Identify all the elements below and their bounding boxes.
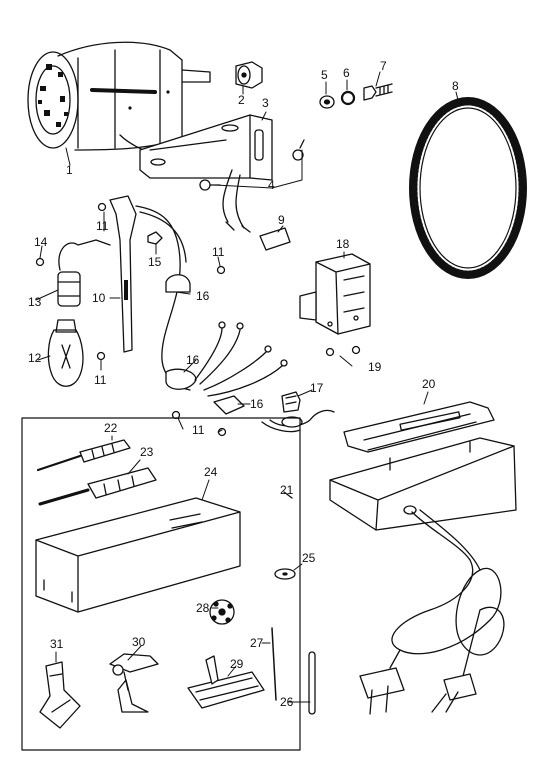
label-21: 21 [280, 483, 294, 497]
label-4: 4 [268, 178, 275, 192]
label-23: 23 [140, 445, 154, 459]
label-16-a: 16 [196, 289, 210, 303]
motor-drawing [27, 41, 211, 166]
small-screwdriver-drawing [36, 439, 131, 472]
zipper-foot-drawing [109, 653, 159, 713]
label-28: 28 [196, 601, 210, 615]
label-10: 10 [92, 291, 106, 305]
screws-drawing [96, 202, 227, 437]
label-9: 9 [278, 213, 285, 227]
label-26: 26 [280, 695, 294, 709]
bulb-drawing [47, 319, 84, 387]
wire-clamps-drawing [165, 274, 245, 415]
label-11-a: 11 [96, 219, 109, 233]
label-15: 15 [148, 255, 162, 269]
terminal-block-drawing [299, 253, 371, 335]
connector-drawing [259, 227, 291, 251]
label-11-b: 11 [212, 245, 225, 259]
motor-bracket-drawing [139, 114, 273, 181]
label-5: 5 [321, 68, 328, 82]
lamp-socket-drawing [57, 239, 111, 307]
label-22: 22 [104, 421, 118, 435]
seam-guide-drawing [308, 651, 316, 715]
label-13: 13 [28, 295, 42, 309]
buttonhole-foot-drawing [187, 655, 265, 709]
belt-drawing [409, 97, 527, 279]
lock-washer-drawing [340, 90, 356, 106]
label-16-c: 16 [250, 397, 264, 411]
label-29: 29 [230, 657, 244, 671]
bobbin-drawing [209, 599, 235, 625]
label-31: 31 [50, 637, 64, 651]
accessory-kit-outline [21, 417, 301, 751]
needle-drawing [271, 627, 277, 701]
label-14: 14 [34, 235, 48, 249]
label-16-b: 16 [186, 353, 200, 367]
hemmer-foot-drawing [39, 661, 81, 729]
label-25: 25 [302, 551, 316, 565]
label-3: 3 [262, 96, 269, 110]
plug-drawing [359, 667, 405, 715]
label-30: 30 [132, 635, 146, 649]
label-11-d: 11 [192, 423, 205, 437]
label-17: 17 [310, 381, 324, 395]
label-12: 12 [28, 351, 42, 365]
label-1: 1 [66, 163, 73, 177]
nut-drawing [147, 231, 163, 245]
bolt-drawing [363, 83, 393, 101]
two-prong-plug-drawing [431, 673, 477, 713]
block-screws-drawing [325, 345, 361, 357]
label-11-c: 11 [94, 373, 107, 387]
foot-controller-drawing [329, 401, 517, 531]
label-18: 18 [336, 237, 350, 251]
label-2: 2 [238, 93, 245, 107]
label-27: 27 [250, 636, 264, 650]
leader-lines [35, 71, 459, 703]
label-19: 19 [368, 360, 382, 374]
lamp-bracket-drawing [109, 195, 137, 353]
label-6: 6 [343, 66, 350, 80]
label-7: 7 [380, 59, 387, 73]
terminal-drawing [261, 391, 335, 433]
pulley-drawing [235, 61, 263, 89]
large-screwdriver-drawing [38, 467, 157, 506]
socket-screw-drawing [35, 257, 45, 267]
label-20: 20 [422, 377, 436, 391]
accessory-box-drawing [35, 497, 241, 613]
washer-drawing [319, 95, 335, 109]
label-8: 8 [452, 79, 459, 93]
label-24: 24 [204, 465, 218, 479]
